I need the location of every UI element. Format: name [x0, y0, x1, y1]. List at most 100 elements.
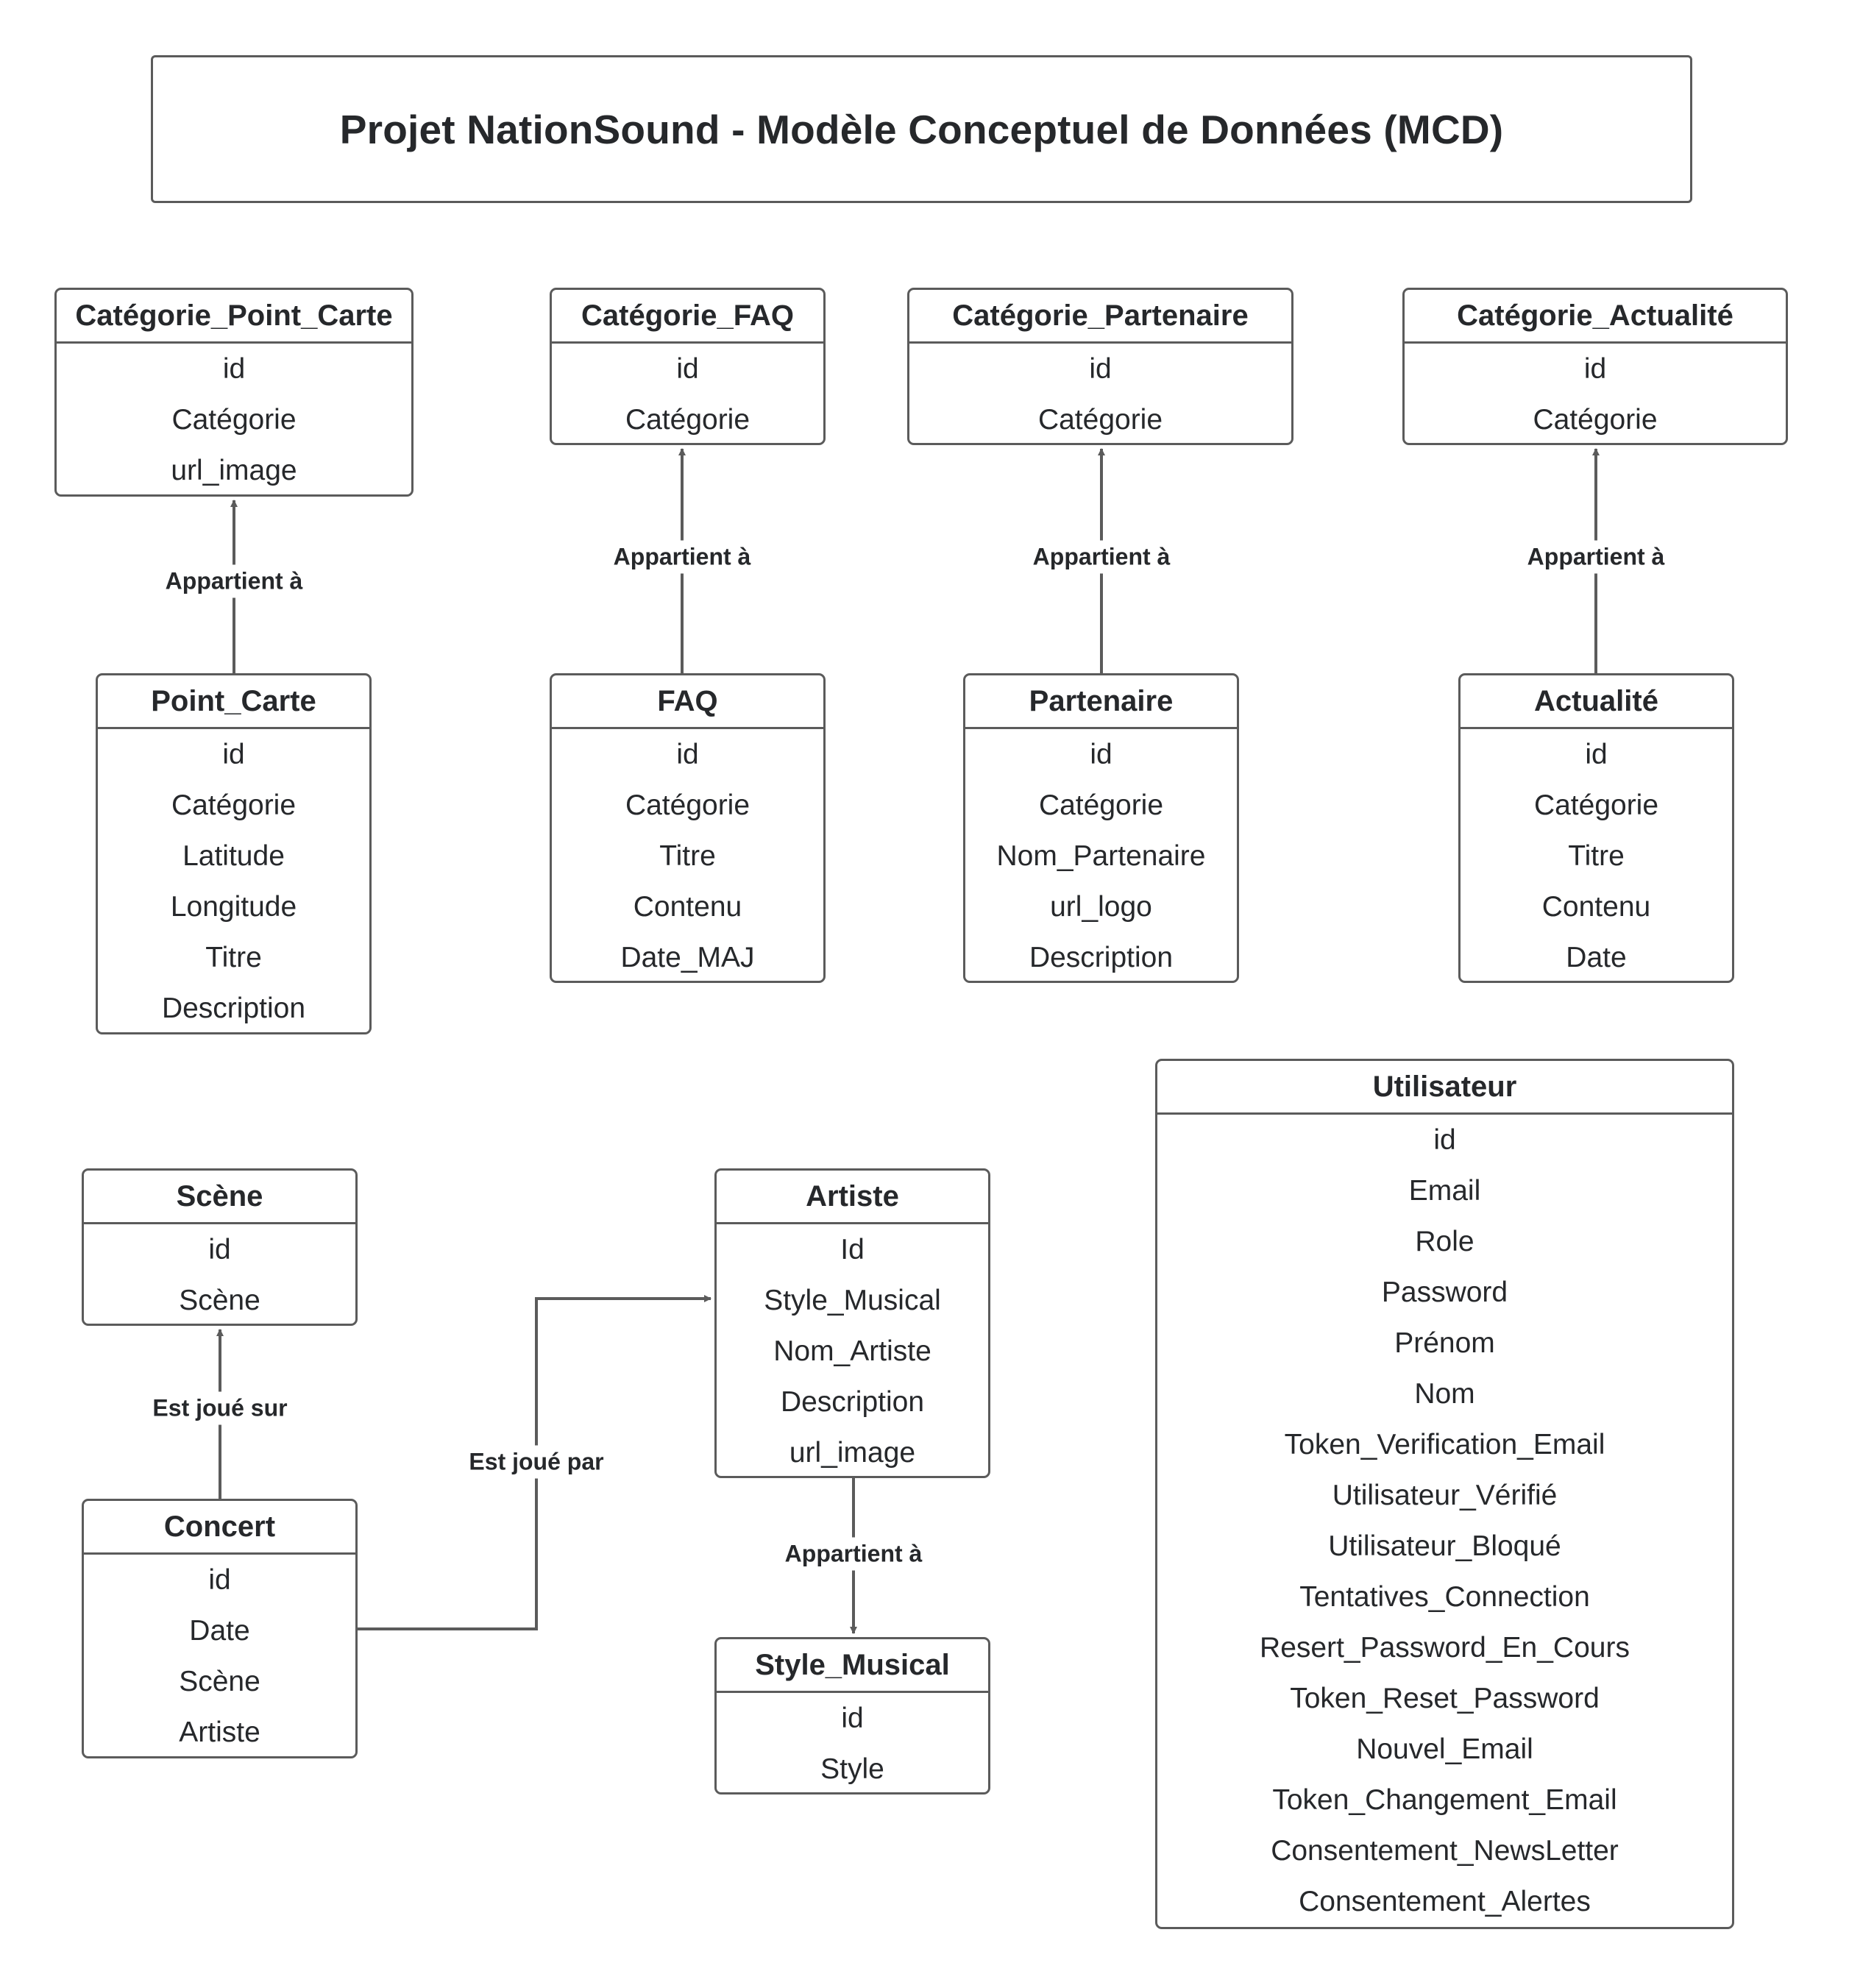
relation-label-artiste-style: Appartient à — [780, 1537, 927, 1571]
entity-header: Point_Carte — [98, 675, 369, 729]
entity-field: Description — [161, 993, 306, 1024]
entity-field: Contenu — [633, 891, 742, 923]
entity-field: url_logo — [1050, 891, 1152, 923]
entity-field: Date — [1566, 942, 1627, 973]
entity-field: Titre — [659, 840, 716, 872]
entity-header: Utilisateur — [1157, 1061, 1732, 1115]
entity-field: id — [208, 1234, 231, 1265]
entity-header: Style_Musical — [717, 1639, 988, 1693]
entity-field: Id — [840, 1234, 865, 1265]
relation-label-concert-scene: Est joué sur — [148, 1391, 292, 1425]
entity-field: Description — [780, 1386, 925, 1418]
entity-field: Consentement_Alertes — [1299, 1886, 1591, 1917]
entity-header: Actualité — [1461, 675, 1732, 729]
entity-field: Nom_Artiste — [773, 1335, 931, 1367]
entity-field: Resert_Password_En_Cours — [1260, 1632, 1630, 1664]
entity-field: id — [841, 1703, 864, 1734]
entity-field: Email — [1408, 1175, 1481, 1207]
relation-label-concert-artiste: Est joué par — [464, 1445, 608, 1479]
entity-field: Role — [1415, 1226, 1474, 1257]
entity-field: id — [222, 739, 245, 770]
entity-field: id — [222, 353, 246, 385]
entity-field: id — [1089, 353, 1112, 385]
entity-field: Consentement_NewsLetter — [1271, 1835, 1619, 1867]
entity-field: Catégorie — [171, 789, 297, 821]
entity-field: Nouvel_Email — [1356, 1733, 1533, 1765]
entity-field: Catégorie — [171, 404, 297, 436]
entity-field: id — [208, 1564, 231, 1596]
relation-label-point-carte-categorie: Appartient à — [160, 564, 308, 598]
entity-field: Date — [189, 1615, 250, 1647]
entity-header: Artiste — [717, 1171, 988, 1224]
diagram-title: Projet NationSound - Modèle Conceptuel d… — [339, 106, 1504, 152]
diagram-title-box: Projet NationSound - Modèle Conceptuel d… — [151, 55, 1692, 203]
entity-field: Nom — [1414, 1378, 1475, 1410]
entity-field: Token_Verification_Email — [1284, 1429, 1605, 1460]
entity-field: Scène — [179, 1666, 260, 1697]
entity-field: Titre — [205, 942, 262, 973]
entity-header: Scène — [84, 1171, 355, 1224]
entity-header: Partenaire — [965, 675, 1237, 729]
entity-field: id — [1583, 353, 1607, 385]
entity-field: Style — [820, 1753, 884, 1785]
entity-field: Scène — [179, 1285, 260, 1316]
entity-field: id — [676, 353, 699, 385]
entity-field: Contenu — [1541, 891, 1651, 923]
entity-header: Catégorie_FAQ — [552, 290, 823, 344]
entity-field: url_image — [171, 455, 297, 486]
entity-field: Catégorie — [1533, 789, 1659, 821]
entity-field: Token_Reset_Password — [1290, 1683, 1600, 1714]
relation-label-actualite-categorie: Appartient à — [1522, 540, 1669, 574]
entity-field: url_image — [789, 1437, 916, 1469]
entity-field: Prénom — [1394, 1327, 1495, 1359]
entity-header: Catégorie_Partenaire — [909, 290, 1291, 344]
entity-field: Longitude — [170, 891, 297, 923]
entity-field: Latitude — [182, 840, 285, 872]
entity-header: Catégorie_Point_Carte — [57, 290, 411, 344]
entity-field: Catégorie — [1037, 404, 1163, 436]
relation-label-partenaire-categorie: Appartient à — [1028, 540, 1175, 574]
entity-field: id — [676, 739, 699, 770]
entity-field: Titre — [1568, 840, 1625, 872]
entity-field: Tentatives_Connection — [1299, 1581, 1590, 1613]
entity-field: Nom_Partenaire — [996, 840, 1206, 872]
entity-header: Concert — [84, 1501, 355, 1555]
entity-field: Utilisateur_Vérifié — [1332, 1480, 1558, 1511]
entity-field: Description — [1029, 942, 1174, 973]
entity-field: Date_MAJ — [620, 942, 755, 973]
entity-field: id — [1433, 1124, 1456, 1156]
entity-header: Catégorie_Actualité — [1405, 290, 1786, 344]
entity-field: Utilisateur_Bloqué — [1328, 1530, 1561, 1562]
relation-label-faq-categorie: Appartient à — [608, 540, 756, 574]
entity-field: Catégorie — [625, 404, 750, 436]
entity-field: Token_Changement_Email — [1272, 1784, 1617, 1816]
entity-field: id — [1585, 739, 1608, 770]
entity-field: Artiste — [179, 1717, 260, 1748]
entity-field: id — [1090, 739, 1112, 770]
